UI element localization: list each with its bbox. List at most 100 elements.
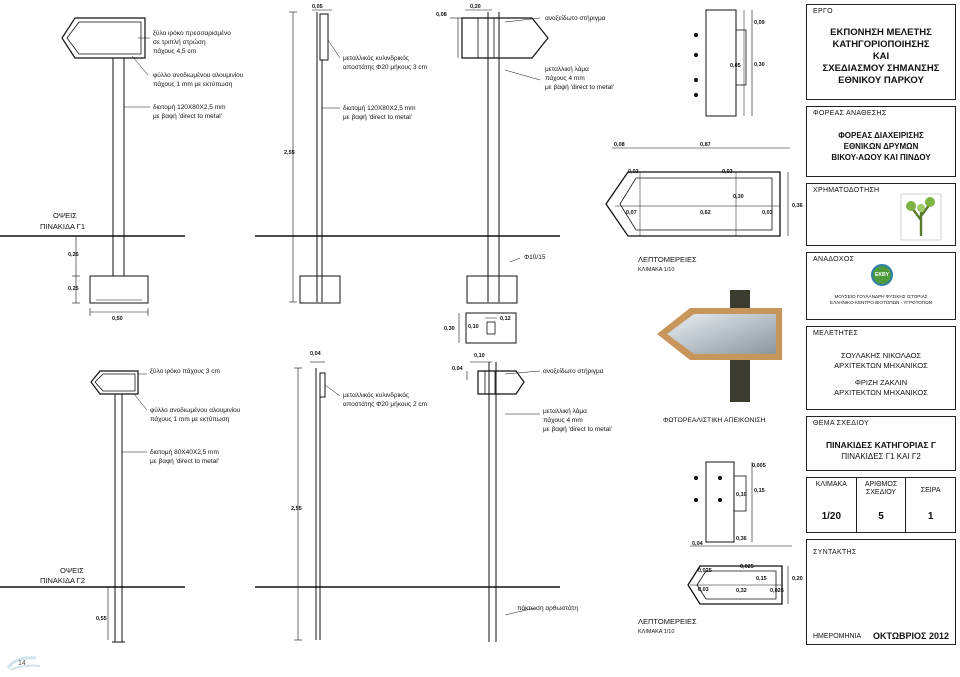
g1-section-label-1: διατομή 120Χ80Χ2,5 mm	[153, 104, 226, 111]
dim: 0,03	[628, 169, 639, 175]
dim: 0,15	[756, 576, 767, 582]
number-header: ΑΡΙΘΜΟΣ ΣΧΕΔΙΟΥ	[864, 481, 898, 496]
g1-side-label-1: μεταλλικός κυλινδρικός	[343, 54, 409, 62]
dim: 0,10	[474, 353, 485, 359]
funding-header: ΧΡΗΜΑΤΟΔΟΤΗΣΗ	[813, 187, 880, 194]
g2-back-label-1: ανοξείδωτο στήριγμα	[543, 367, 604, 375]
scale-number-box: ΚΛΙΜΑΚΑ 1/20 ΑΡΙΘΜΟΣ ΣΧΕΔΙΟΥ 5 ΣΕΙΡΑ 1	[806, 477, 956, 533]
g1-side-view	[289, 9, 341, 304]
subject-header: ΘΕΜΑ ΣΧΕΔΙΟΥ	[813, 420, 869, 427]
series-value: 1	[927, 511, 934, 522]
g2-cap-label: ξύλο ιρόκο πάχους 3 cm	[150, 367, 220, 375]
dim: 0,55	[96, 616, 107, 622]
dim: 0,12	[500, 316, 511, 322]
g2-side-view	[294, 361, 341, 641]
g1-side-label-3: διατομή 120Χ80Χ2,5 mm	[343, 105, 416, 112]
g1-section-label-2: με βαφή 'direct to metal'	[153, 113, 222, 120]
dim: 0,20	[470, 4, 481, 10]
detail-scale-2: ΚΛΙΜΑΚΑ 1/10	[638, 629, 674, 635]
dim: 0,50	[112, 316, 123, 322]
dim: 0,03	[722, 169, 733, 175]
g2-view-title-2: ΠΙΝΑΚΙΔΑ Γ2	[40, 576, 85, 585]
subject-line-1: ΠΙΝΑΚΙΔΕΣ ΚΑΤΗΓΟΡΙΑΣ Γ	[826, 440, 936, 450]
designer-1-role: ΑΡΧΙΤΕΚΤΩΝ ΜΗΧΑΝΙΚΟΣ	[834, 361, 928, 370]
designers-header: ΜΕΛΕΤΗΤΕΣ	[813, 330, 859, 337]
dim: 0,05	[730, 63, 741, 69]
dim: 2,55	[291, 506, 302, 512]
g1-view-title-2: ΠΙΝΑΚΙΔΑ Γ1	[40, 222, 85, 231]
g1-side-label-4: με βαφή 'direct to metal'	[343, 114, 412, 121]
g2-section-label-1: διατομή 80Χ40Χ2,5 mm	[150, 449, 219, 456]
page-number: 14	[18, 660, 26, 667]
g2-front-view	[0, 370, 395, 643]
g2-sheet-label-2: πάχους 1 mm με εκτύπωση	[150, 415, 230, 423]
author-header: ΣΥΝΤΑΚΤΗΣ	[813, 549, 857, 556]
dim: 2,55	[284, 150, 295, 156]
dim: 0,10	[468, 324, 479, 330]
bar-label: Φ10/15	[524, 254, 546, 261]
contractor-box: ΑΝΑΔΟΧΟΣ ΕΚΒΥ ΜΟΥΣΕΙΟ ΓΟΥΛΑΝΔΡΗ ΦΥΣΙΚΗΣ …	[806, 252, 956, 320]
project-line-2: ΚΑΤΗΓΟΡΙΟΠΟΙΗΣΗΣ	[832, 39, 930, 50]
designer-2-role: ΑΡΧΙΤΕΚΤΩΝ ΜΗΧΑΝΙΚΟΣ	[834, 388, 928, 397]
g1-cap-label-2: σε τριπλή στρώση	[153, 38, 206, 46]
g1-back-view	[395, 9, 560, 344]
dim: 0,04	[692, 541, 704, 547]
authority-line-3: ΒΙΚΟΥ-ΑΩΟΥ ΚΑΙ ΠΙΝΔΟΥ	[831, 153, 931, 162]
subject-line-2: ΠΙΝΑΚΙΔΕΣ Γ1 ΚΑΙ Γ2	[841, 452, 921, 461]
tree-logo-icon	[900, 193, 942, 241]
g2-side-label-2: αποστάτης Φ20 μήκους 2 cm	[343, 400, 427, 408]
contractor-line-1: ΜΟΥΣΕΙΟ ΓΟΥΛΑΝΔΡΗ ΦΥΣΙΚΗΣ ΙΣΤΟΡΙΑΣ	[834, 294, 928, 299]
author-box: ΣΥΝΤΑΚΤΗΣ ΗΜΕΡΟΜΗΝΙΑ ΟΚΤΩΒΡΙΟΣ 2012	[806, 539, 956, 645]
g2-sheet-label-1: φύλλο ανοδιωμένου αλουμινίου	[150, 406, 241, 414]
dim: 0,03	[762, 210, 773, 216]
g1-back-label-3: πάχους 4 mm	[545, 74, 585, 82]
g2-side-label-1: μεταλλικός κυλινδρικός	[343, 391, 409, 399]
authority-line-2: ΕΘΝΙΚΩΝ ΔΡΥΜΩΝ	[843, 142, 919, 151]
g2-back-view	[395, 361, 560, 642]
detail-title-1: ΛΕΠΤΟΜΕΡΕΙΕΣ	[638, 255, 697, 264]
g2-back-label-2: μεταλλική λάμα	[543, 407, 587, 415]
dim: 0,05	[312, 4, 323, 10]
project-line-5: ΕΘΝΙΚΟΥ ΠΑΡΚΟΥ	[838, 75, 924, 86]
dim: 0,025	[740, 564, 754, 570]
detail-scale-1: ΚΛΙΜΑΚΑ 1/10	[638, 267, 674, 273]
contractor-line-2: ΕΛΛΗΝΙΚΟ ΚΕΝΤΡΟ ΒΙΟΤΟΠΩΝ - ΥΓΡΟΤΟΠΩΝ	[830, 300, 932, 305]
g1-back-label-4: με βαφή 'direct to metal'	[545, 84, 614, 91]
photo-render	[657, 290, 782, 402]
project-line-3: ΚΑΙ	[872, 51, 890, 62]
dim: 0,10	[736, 492, 747, 498]
g1-cap-label-3: πάχους 4,5 cm	[153, 47, 196, 55]
authority-line-1: ΦΟΡΕΑΣ ΔΙΑΧΕΙΡΙΣΗΣ	[838, 131, 924, 140]
date-header: ΗΜΕΡΟΜΗΝΙΑ	[813, 633, 862, 640]
dim: 0,62	[700, 210, 711, 216]
series-header: ΣΕΙΡΑ	[920, 487, 941, 494]
designer-2-name: ΦΡΙΖΗ ΖΑΚΛΙΝ	[854, 378, 908, 387]
g1-cap-label-1: ξύλο ιρόκο πρεσσαρισμένο	[153, 29, 231, 37]
dim: 0,36	[792, 203, 803, 209]
dim: 0,09	[754, 20, 765, 26]
g2-back-label-3: πάχους 4 mm	[543, 416, 583, 424]
dim: 0,30	[444, 326, 455, 332]
page-number-badge: 14	[6, 656, 41, 671]
detail-g2	[687, 461, 792, 605]
dim: 0,87	[700, 142, 711, 148]
dim: 0,32	[736, 588, 747, 594]
project-header: ΕΡΓΟ	[813, 8, 833, 15]
authority-header: ΦΟΡΕΑΣ ΑΝΑΘΕΣΗΣ	[813, 110, 887, 117]
dim: 0,025	[698, 568, 712, 574]
project-line-4: ΣΧΕΔΙΑΣΜΟΥ ΣΗΜΑΝΣΗΣ	[822, 63, 940, 74]
dim: 0,04	[310, 351, 322, 357]
dim: 0,07	[626, 210, 637, 216]
ekby-logo: ΕΚΒΥ	[871, 264, 893, 286]
g2-plate-label: πάκτωση αρθωστάτη	[517, 604, 578, 612]
subject-box: ΘΕΜΑ ΣΧΕΔΙΟΥ ΠΙΝΑΚΙΔΕΣ ΚΑΤΗΓΟΡΙΑΣ Γ ΠΙΝΑ…	[806, 416, 956, 471]
number-cell: ΑΡΙΘΜΟΣ ΣΧΕΔΙΟΥ 5	[857, 478, 907, 532]
dim: 0,15	[754, 488, 765, 494]
g1-sheet-label-1: φύλλο ανοδιωμένου αλουμινίου	[153, 71, 244, 79]
dim: 0,03	[698, 587, 709, 593]
designers-box: ΜΕΛΕΤΗΤΕΣ ΣΟΥΛΑΚΗΣ ΝΙΚΟΛΑΟΣ ΑΡΧΙΤΕΚΤΩΝ Μ…	[806, 326, 956, 410]
g2-back-label-4: με βαφή 'direct to metal'	[543, 426, 612, 433]
series-cell: ΣΕΙΡΑ 1	[906, 478, 955, 532]
g1-view-title-1: ΟΨΕΙΣ	[53, 211, 77, 220]
